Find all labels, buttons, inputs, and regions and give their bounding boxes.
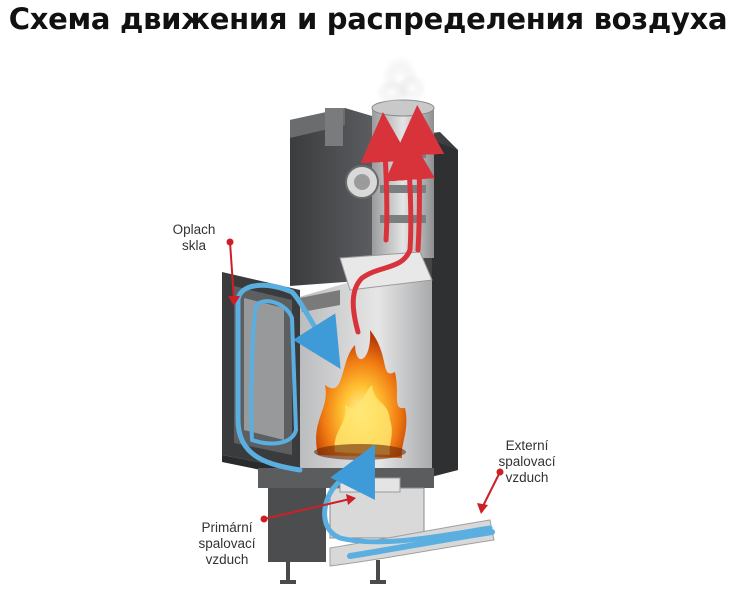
primary-air-flow — [322, 444, 493, 545]
external-air-flow — [347, 529, 495, 559]
primarni-pointer-dot — [260, 515, 268, 523]
primarni-pointer-line — [263, 498, 351, 520]
fireplace-body — [290, 108, 458, 480]
fireplace-base — [258, 468, 434, 584]
air-flow-arrows — [235, 282, 495, 559]
label-oplach-skla: Oplach skla — [168, 222, 220, 254]
door-air-loop — [249, 299, 299, 446]
label-externi-spalovaci-vzduch: Externí spalovací vzduch — [488, 438, 566, 486]
externi-pointer-dot — [496, 468, 504, 476]
glass-rinse-air-flow — [235, 282, 341, 473]
label-primarni-line-1: Primární — [201, 520, 253, 535]
label-primarni-line-2: spalovací — [198, 536, 256, 551]
chimney-smoke — [376, 56, 426, 104]
label-oplach-line-2: skla — [181, 238, 206, 253]
flue-gas-flow-3 — [394, 105, 445, 253]
label-pointers — [226, 238, 504, 523]
flue-gas-flow — [350, 130, 435, 335]
label-oplach-line-1: Oplach — [172, 222, 216, 237]
oplach-pointer-dot — [226, 238, 234, 246]
label-primarni-spalovaci-vzduch: Primární spalovací vzduch — [188, 520, 266, 568]
flue-gas-flow-2 — [360, 112, 411, 243]
smoke-flow-arrows — [350, 105, 445, 335]
label-externi-line-3: vzduch — [505, 470, 549, 485]
diagram-title: Схема движения и распределения воздуха — [8, 2, 728, 36]
label-primarni-line-3: vzduch — [205, 552, 249, 567]
externi-pointer-line — [481, 471, 501, 509]
label-externi-line-2: spalovací — [498, 454, 556, 469]
label-externi-line-1: Externí — [505, 438, 549, 453]
oplach-pointer-line — [229, 241, 235, 301]
